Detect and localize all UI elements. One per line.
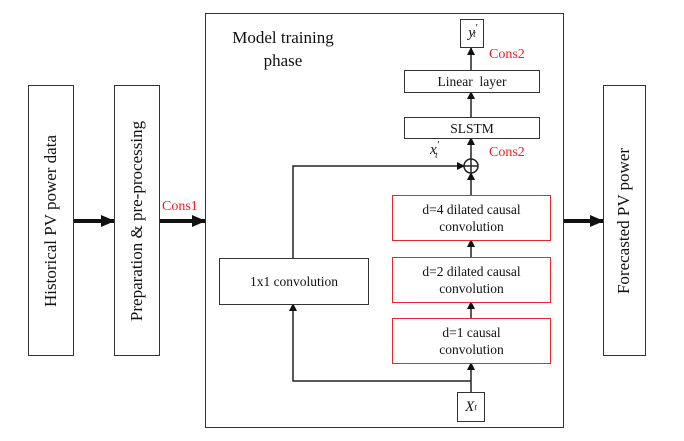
conv-d4-block: d=4 dilated causal convolution bbox=[392, 195, 551, 241]
cons2-mid-label: Cons2 bbox=[489, 145, 525, 160]
output-y-box: y′t bbox=[460, 19, 484, 48]
residual-x-symbol: x bbox=[430, 142, 437, 158]
model-phase-title-line1: Model training bbox=[232, 28, 334, 47]
conv-d1-block: d=1 causal convolution bbox=[392, 318, 551, 364]
preparation-label: Preparation & pre-processing bbox=[127, 120, 147, 321]
linear-layer-label: Linear layer bbox=[437, 74, 507, 89]
conv-1x1-label: 1x1 convolution bbox=[249, 274, 339, 289]
input-x-subscript: t bbox=[474, 402, 477, 412]
preparation-block: Preparation & pre-processing bbox=[114, 85, 160, 356]
input-x-symbol: X bbox=[465, 398, 475, 415]
conv-d2-line2: convolution bbox=[439, 281, 504, 296]
residual-x-subscript: t bbox=[435, 150, 438, 160]
conv-d1-line2: convolution bbox=[439, 342, 504, 357]
conv-d4-line2: convolution bbox=[439, 219, 504, 234]
cons2-top-label: Cons2 bbox=[489, 47, 525, 62]
linear-layer-block: Linear layer bbox=[404, 70, 540, 93]
output-y-symbol: y bbox=[468, 25, 475, 41]
arrow-input-to-1x1 bbox=[289, 303, 471, 382]
model-phase-title-line2: phase bbox=[263, 51, 303, 70]
output-y-subscript: t bbox=[473, 28, 476, 39]
residual-x-label: x′t bbox=[430, 139, 440, 160]
conv-d1-line1: d=1 causal bbox=[442, 325, 501, 340]
cons1-label: Cons1 bbox=[162, 199, 198, 214]
conv-1x1-block: 1x1 convolution bbox=[219, 258, 369, 305]
conv-d4-line1: d=4 dilated causal bbox=[422, 202, 521, 217]
slstm-label: SLSTM bbox=[450, 120, 494, 136]
historical-pv-data-block: Historical PV power data bbox=[28, 85, 74, 356]
slstm-block: SLSTM bbox=[404, 117, 540, 139]
output-y-prime: ′ bbox=[474, 21, 478, 34]
conv-d2-line1: d=2 dilated causal bbox=[422, 264, 521, 279]
conv-d2-block: d=2 dilated causal convolution bbox=[392, 257, 551, 303]
arrow-1x1-to-sum bbox=[292, 162, 465, 258]
residual-x-prime: ′ bbox=[436, 139, 440, 151]
model-phase-title: Model training phase bbox=[228, 26, 338, 72]
sum-node-icon bbox=[463, 158, 479, 174]
forecasted-pv-power-block: Forecasted PV power bbox=[603, 85, 646, 356]
historical-pv-data-label: Historical PV power data bbox=[41, 134, 61, 307]
forecasted-pv-power-label: Forecasted PV power bbox=[614, 147, 634, 294]
model-training-phase-block bbox=[205, 13, 564, 428]
